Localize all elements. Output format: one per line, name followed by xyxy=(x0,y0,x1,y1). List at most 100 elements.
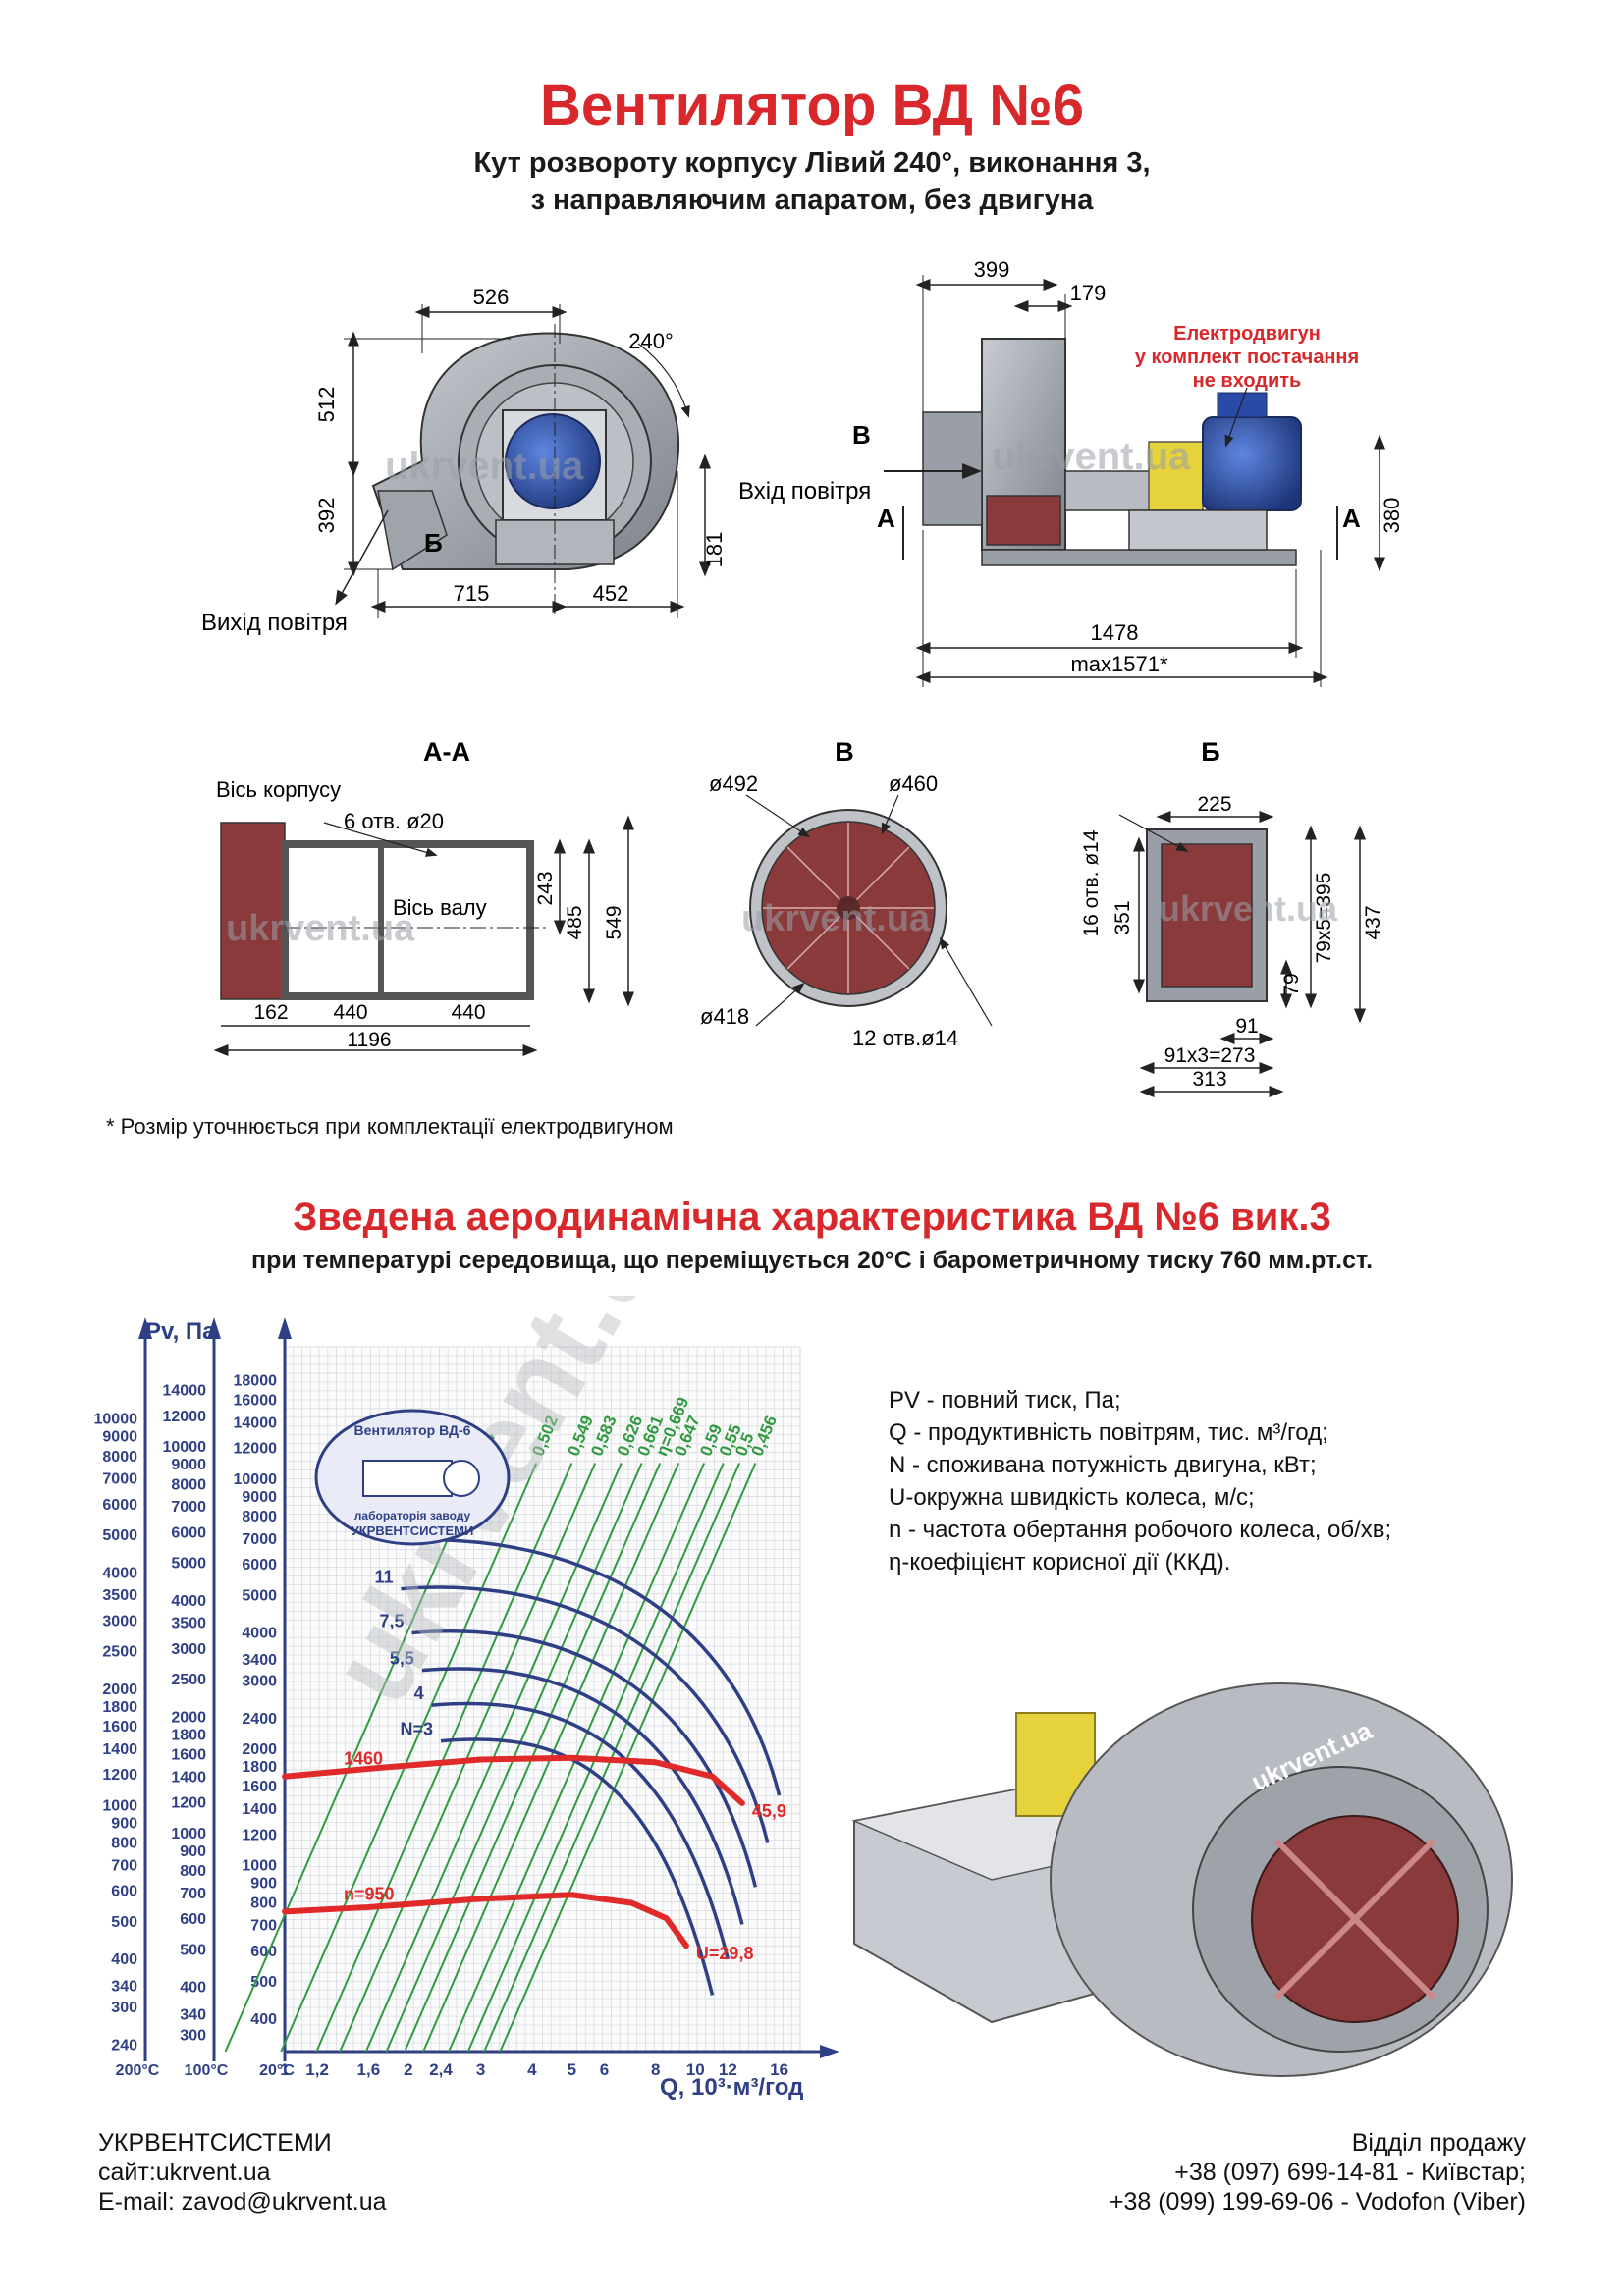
y-tick-label: 6000 xyxy=(102,1497,137,1514)
footer-right: Відділ продажу +38 (097) 699-14-81 - Киї… xyxy=(1110,2128,1526,2216)
y-tick-label: 2000 xyxy=(242,1741,277,1758)
side-dim-1478: 1478 xyxy=(1091,620,1139,645)
x-axis-arrow xyxy=(820,2045,839,2058)
y-tick-label: 800 xyxy=(250,1896,277,1912)
y-tick-label: 500 xyxy=(180,1942,206,1958)
side-dim-399: 399 xyxy=(974,257,1010,282)
side-mark-b: В xyxy=(852,420,871,450)
power-label: 5,5 xyxy=(390,1649,414,1669)
chart-axes xyxy=(138,1317,839,2061)
footer-sales: Відділ продажу xyxy=(1351,2129,1526,2157)
holes-aa-label: 6 отв. ø20 xyxy=(344,809,444,833)
watermark-b: ukrvent.ua xyxy=(1159,888,1338,929)
y-tick-label: 240 xyxy=(111,2037,137,2054)
y-tick-label: 2400 xyxy=(242,1711,277,1728)
y-tick-label: 1200 xyxy=(242,1827,277,1843)
y-tick-label: 3500 xyxy=(171,1616,206,1632)
front-dim-526: 526 xyxy=(473,285,510,309)
side-mark-a-left: А xyxy=(877,504,895,533)
x-tick-label: 1,6 xyxy=(357,2060,381,2079)
y-tick-label: 2500 xyxy=(171,1672,206,1688)
aa-dim-162: 162 xyxy=(253,1001,288,1024)
shaft-axis-label: Вісь валу xyxy=(393,895,487,920)
footer-site: сайт:ukrvent.ua xyxy=(98,2159,271,2186)
y-tick-label: 700 xyxy=(180,1886,206,1902)
y-tick-label: 4000 xyxy=(242,1625,277,1641)
y-tick-label: 3000 xyxy=(171,1641,206,1658)
x-tick-label: 1,2 xyxy=(305,2060,329,2079)
front-dim-181: 181 xyxy=(702,532,727,568)
y-tick-label: 2500 xyxy=(102,1644,137,1661)
y-tick-label: 4000 xyxy=(171,1593,206,1610)
footer-company: УКРВЕНТСИСТЕМИ xyxy=(98,2129,332,2157)
footer-email: E-mail: zavod@ukrvent.ua xyxy=(98,2188,387,2216)
power-line xyxy=(421,1667,744,1925)
x-tick-label: 10 xyxy=(686,2060,705,2079)
aa-dim-549: 549 xyxy=(603,905,625,939)
x-tick-label: 2,4 xyxy=(429,2060,453,2079)
section-aa-heading: А-А xyxy=(423,737,470,767)
y-tick-label: 5000 xyxy=(242,1587,277,1604)
front-dim-512: 512 xyxy=(314,387,339,423)
power-line xyxy=(411,1629,758,1888)
watermark-side: ukrvent.ua xyxy=(992,435,1191,478)
view-v-drawing xyxy=(745,794,993,1027)
y-tick-label: 1200 xyxy=(102,1767,137,1784)
chart-legend: PV - повний тиск, Па; Q - продуктивність… xyxy=(889,1384,1391,1578)
legend-pv: PV - повний тиск, Па; xyxy=(889,1387,1121,1414)
side-view-drawing xyxy=(884,275,1385,687)
b-dim-313: 313 xyxy=(1192,1068,1226,1091)
y-tick-label: 300 xyxy=(111,2000,137,2016)
y-tick-label: 1400 xyxy=(102,1741,137,1758)
footer-phone1: +38 (097) 699-14-81 - Київстар; xyxy=(1174,2159,1526,2186)
body-axis-label: Вісь корпусу xyxy=(216,777,341,802)
page-subtitle-line2: з направляючим апаратом, без двигуна xyxy=(530,185,1094,216)
y-tick-label: 12000 xyxy=(163,1409,207,1425)
y-tick-label: 9000 xyxy=(242,1489,277,1506)
y-tick-label: 900 xyxy=(111,1815,137,1832)
x-tick-label: 3 xyxy=(476,2060,485,2079)
y-tick-label: 1600 xyxy=(242,1779,277,1795)
y-tick-label: 1600 xyxy=(102,1719,137,1735)
temp-label: 20°C xyxy=(259,2062,295,2079)
x-tick-label: 1 xyxy=(280,2060,289,2079)
y-tick-label: 10000 xyxy=(234,1471,278,1488)
y-tick-label: 3000 xyxy=(242,1674,277,1690)
y-tick-label: 3000 xyxy=(102,1613,137,1629)
speed-curve-end-label: 45,9 xyxy=(752,1801,786,1821)
efficiency-line xyxy=(315,1463,573,2053)
y-tick-label: 300 xyxy=(180,2028,206,2045)
y-tick-label: 8000 xyxy=(102,1449,137,1466)
speed-curve-label: 1460 xyxy=(344,1749,383,1769)
x-tick-label: 8 xyxy=(651,2060,660,2079)
aa-dim-1196: 1196 xyxy=(347,1029,391,1051)
y-tick-label: 3500 xyxy=(102,1587,137,1604)
aa-dim-243: 243 xyxy=(534,871,557,905)
technical-drawings: 526 240° 512 392 181 715 452 Б Вихід пов… xyxy=(201,257,1404,1097)
y-tick-label: 600 xyxy=(111,1884,137,1900)
side-dim-max1571: max1571* xyxy=(1070,652,1168,676)
front-dim-angle: 240° xyxy=(628,329,674,353)
y-tick-label: 7000 xyxy=(102,1471,137,1488)
legend-q: Q - продуктивність повітрям, тис. м³/год… xyxy=(889,1419,1328,1446)
y-tick-label: 340 xyxy=(111,1979,137,1996)
chart-section-subtitle: при температурі середовища, що переміщує… xyxy=(250,1247,1374,1274)
x-tick-label: 5 xyxy=(568,2060,576,2079)
legend-speed: n - частота обертання робочого колеса, о… xyxy=(889,1517,1392,1543)
power-line xyxy=(401,1585,770,1843)
front-dim-715: 715 xyxy=(454,581,490,606)
b-dim-91: 91 xyxy=(1235,1015,1258,1038)
y-tick-label: 400 xyxy=(111,1951,137,1968)
y-axis-label: Pv, Па xyxy=(145,1318,216,1345)
legend-n: N - споживана потужність двигуна, кВт; xyxy=(889,1452,1317,1478)
y-tick-label: 8000 xyxy=(171,1476,206,1493)
temp-label: 200°C xyxy=(116,2062,160,2079)
motor-note-line2: у комплект постачання xyxy=(1135,347,1359,368)
motor-note-line1: Електродвигун xyxy=(1173,323,1321,345)
speed-curve xyxy=(282,1892,689,1949)
side-mark-a-right: А xyxy=(1342,504,1361,533)
y-tick-label: 1800 xyxy=(171,1727,206,1743)
